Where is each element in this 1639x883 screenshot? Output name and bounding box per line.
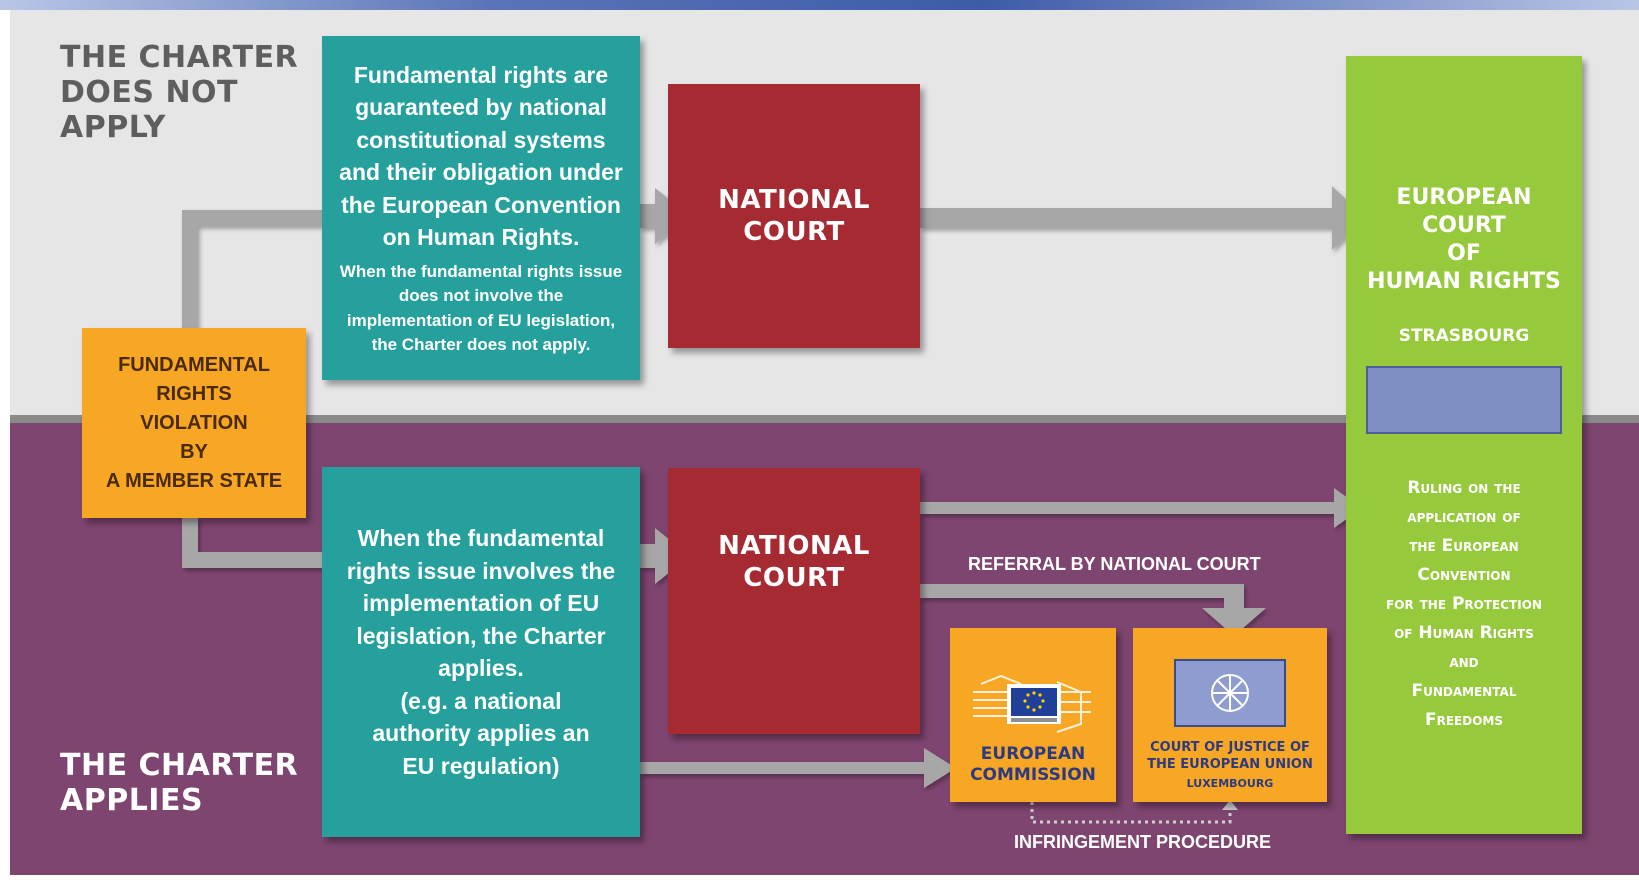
court-of-justice-logo xyxy=(1174,659,1286,727)
arrow-court-to-ecthr-top xyxy=(920,186,1366,250)
charter-applies-label: THE CHARTER APPLIES xyxy=(60,748,299,818)
national-rights-info-box: Fundamental rights are guaranteed by nat… xyxy=(322,36,640,380)
court-of-justice-label: COURT OF JUSTICE OF THE EUROPEAN UNION xyxy=(1147,740,1313,772)
arrow-violation-to-top xyxy=(182,210,322,330)
court-of-justice-box: COURT OF JUSTICE OF THE EUROPEAN UNION L… xyxy=(1133,628,1327,802)
ecthr-title: EUROPEAN COURT OF HUMAN RIGHTS xyxy=(1367,185,1561,294)
eu-implementation-info-box: When the fundamental rights issue involv… xyxy=(322,467,640,837)
infringement-procedure-label: INFRINGEMENT PROCEDURE xyxy=(1014,832,1272,852)
national-court-box-bottom: NATIONAL COURT xyxy=(668,468,920,734)
bottom-margin xyxy=(0,875,1639,883)
court-of-justice-city: LUXEMBOURG xyxy=(1186,777,1274,790)
arrow-violation-to-bottom xyxy=(182,518,322,568)
top-gradient-bar xyxy=(0,0,1639,10)
national-court-label-bottom: NATIONAL COURT xyxy=(718,531,870,593)
ecthr-logo xyxy=(1366,366,1562,434)
arrow-referral-to-cjeu xyxy=(920,584,1266,636)
infringement-connector xyxy=(1030,802,1232,824)
european-court-of-human-rights-box: EUROPEAN COURT OF HUMAN RIGHTS STRASBOUR… xyxy=(1346,56,1582,834)
national-rights-info-main: Fundamental rights are guaranteed by nat… xyxy=(339,61,623,251)
arrow-court-to-ecthr-bottom xyxy=(920,488,1362,528)
national-court-label-top: NATIONAL COURT xyxy=(718,185,870,247)
european-commission-label: EUROPEAN COMMISSION xyxy=(970,744,1096,785)
infringement-arrowhead xyxy=(1222,800,1238,810)
arrow-info-to-court-top xyxy=(640,188,690,244)
national-court-box-top: NATIONAL COURT xyxy=(668,84,920,348)
violation-box: FUNDAMENTAL RIGHTS VIOLATION BY A MEMBER… xyxy=(82,328,306,518)
european-commission-box: EUROPEAN COMMISSION xyxy=(950,628,1116,802)
charter-does-not-apply-label: THE CHARTER DOES NOT APPLY xyxy=(60,40,299,145)
arrow-info-to-commission xyxy=(640,748,956,788)
european-commission-logo xyxy=(973,674,1091,733)
ecthr-city: STRASBOURG xyxy=(1398,326,1530,346)
ecthr-ruling: Ruling on the application of the Europea… xyxy=(1386,478,1542,730)
band-separator xyxy=(10,415,1639,423)
national-rights-info-sub: When the fundamental rights issue does n… xyxy=(339,261,623,355)
arrow-info-to-court-bottom xyxy=(640,528,690,584)
referral-label: REFERRAL BY NATIONAL COURT xyxy=(968,554,1261,574)
violation-text: FUNDAMENTAL RIGHTS VIOLATION BY A MEMBER… xyxy=(105,353,283,492)
eu-implementation-info-text: When the fundamental rights issue involv… xyxy=(346,525,616,779)
